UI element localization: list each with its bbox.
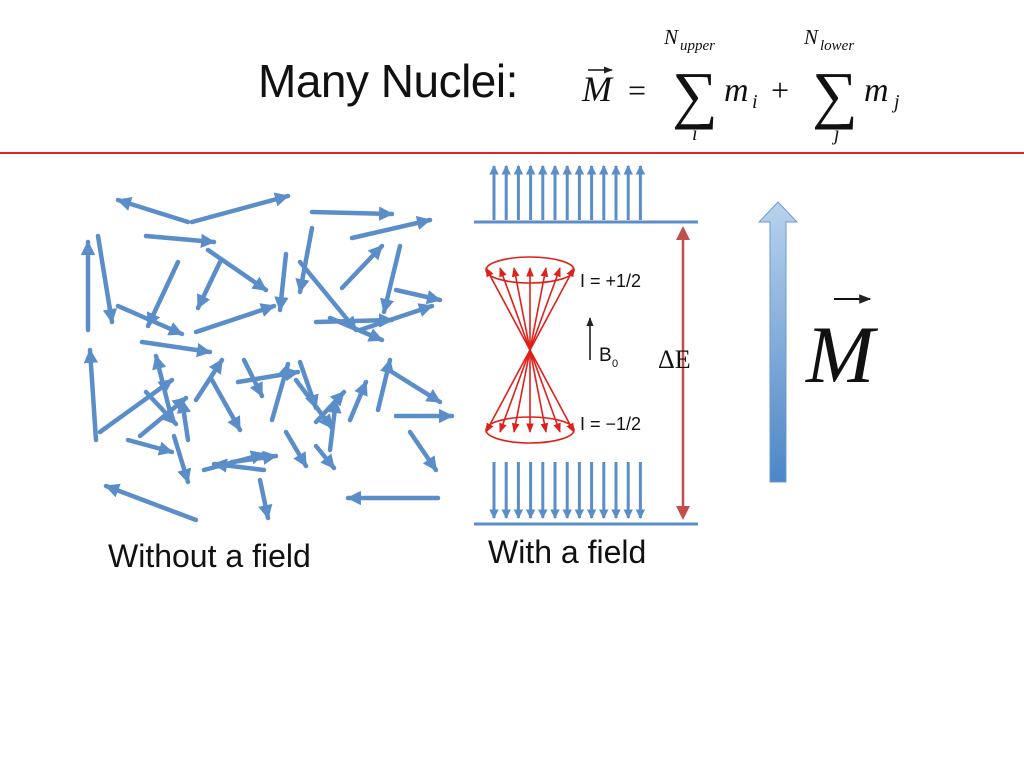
- spin-arrow-icon: [349, 215, 433, 241]
- spin-arrow-icon: [339, 243, 385, 291]
- sum-1-symbol: ∑: [672, 59, 718, 130]
- spin-arrow-icon: [211, 458, 267, 473]
- spin-up-state-label: I = +1/2: [580, 271, 641, 291]
- magnetization-equation: M = N upper ∑ i m i + N lower ∑ j m j: [581, 25, 900, 145]
- cone-spin-down-icon: [485, 349, 531, 433]
- spin-arrow-icon: [380, 243, 403, 315]
- spin-arrow-icon: [357, 303, 435, 333]
- equation-plus: +: [771, 72, 789, 108]
- magnetization-label: M: [805, 309, 879, 400]
- aligned-spins: [474, 165, 698, 526]
- spin-arrow-icon: [193, 357, 225, 403]
- cone-spin-down-icon: [529, 349, 549, 433]
- sum-1-upper-limit-sub: upper: [680, 38, 715, 54]
- spin-arrow-icon: [313, 443, 337, 471]
- spin-down-state-label: I = −1/2: [580, 414, 641, 434]
- spin-arrow-icon: [229, 450, 279, 465]
- cone-spin-down-icon: [529, 349, 575, 433]
- cone-spin-up-icon: [511, 267, 531, 351]
- spin-arrow-icon: [269, 361, 292, 423]
- spin-arrow-icon: [297, 259, 359, 333]
- spin-arrow-icon: [389, 369, 443, 405]
- title-divider: [0, 152, 1024, 154]
- cone-spin-up-icon: [499, 267, 531, 351]
- spin-arrow-icon: [235, 367, 301, 385]
- spin-arrow-icon: [205, 247, 269, 293]
- cone-spin-down-icon: [499, 349, 531, 433]
- spin-arrow-icon: [393, 287, 443, 305]
- spin-arrow-icon: [195, 259, 223, 311]
- equation-lhs: M: [581, 69, 614, 109]
- spin-arrow-icon: [347, 379, 369, 423]
- spin-arrow-icon: [125, 437, 175, 456]
- spin-arrow-icon: [115, 197, 191, 225]
- spin-arrow-icon: [115, 303, 185, 337]
- spin-arrow-icon: [97, 377, 175, 435]
- term-2: m: [864, 72, 889, 109]
- spin-arrow-icon: [274, 251, 289, 313]
- cone-spin-up-icon: [529, 267, 549, 351]
- term-2-sub: j: [891, 91, 900, 113]
- caption-with-field: With a field: [488, 534, 647, 570]
- spin-arrow-icon: [283, 429, 309, 469]
- term-1-sub: i: [752, 91, 758, 113]
- spin-arrow-icon: [145, 259, 181, 329]
- cone-spin-up-icon: [529, 267, 561, 351]
- sum-1-index: i: [692, 123, 698, 145]
- spin-arrow-icon: [209, 377, 243, 433]
- spin-arrow-icon: [189, 192, 291, 225]
- term-1: m: [724, 72, 749, 109]
- net-magnetization-arrow-icon: [757, 201, 799, 483]
- spin-arrow-icon: [327, 315, 385, 343]
- caption-without-field: Without a field: [108, 538, 311, 574]
- sum-2-upper-limit: N: [803, 25, 819, 49]
- random-spin-arrows: [80, 192, 455, 523]
- sum-2-index: j: [831, 123, 840, 145]
- sum-2-upper-limit-sub: lower: [820, 38, 854, 54]
- cone-spin-up-icon: [529, 267, 575, 351]
- spin-arrow-icon: [313, 313, 395, 328]
- field-label-sub: 0: [612, 358, 618, 370]
- cone-spin-down-icon: [511, 349, 531, 433]
- energy-gap-label: ΔE: [658, 345, 691, 374]
- spin-arrow-icon: [139, 339, 213, 358]
- spin-arrow-icon: [95, 233, 118, 325]
- spin-arrow-icon: [143, 233, 217, 249]
- cone-spin-down-icon: [529, 349, 561, 433]
- spin-arrow-icon: [171, 433, 192, 485]
- spin-arrow-icon: [193, 303, 277, 335]
- cone-spin-up-icon: [485, 267, 531, 351]
- spin-arrow-icon: [257, 477, 273, 521]
- spin-arrow-icon: [309, 206, 395, 221]
- spin-arrow-icon: [375, 357, 394, 413]
- field-label: B: [599, 345, 612, 366]
- spin-arrow-icon: [83, 347, 99, 443]
- spin-arrow-icon: [152, 353, 175, 423]
- spin-up-arrows: [489, 165, 646, 220]
- spin-arrow-icon: [407, 429, 439, 473]
- spin-arrow-icon: [297, 359, 319, 411]
- slide-title: Many Nuclei:: [258, 55, 518, 107]
- spin-arrow-icon: [137, 395, 189, 439]
- precession-cones-icon: [485, 256, 575, 444]
- spin-arrow-icon: [103, 483, 199, 523]
- spin-arrow-icon: [295, 225, 315, 295]
- energy-gap-arrowhead-up-icon: [676, 226, 690, 240]
- energy-gap-arrowhead-down-icon: [676, 506, 690, 520]
- sum-1-upper-limit: N: [663, 25, 679, 49]
- sum-2-symbol: ∑: [812, 59, 858, 130]
- spin-arrow-icon: [327, 397, 342, 453]
- spin-arrow-icon: [176, 397, 192, 443]
- spin-down-arrows: [489, 462, 646, 519]
- spin-arrow-icon: [313, 389, 347, 425]
- equation-equals: =: [628, 72, 646, 108]
